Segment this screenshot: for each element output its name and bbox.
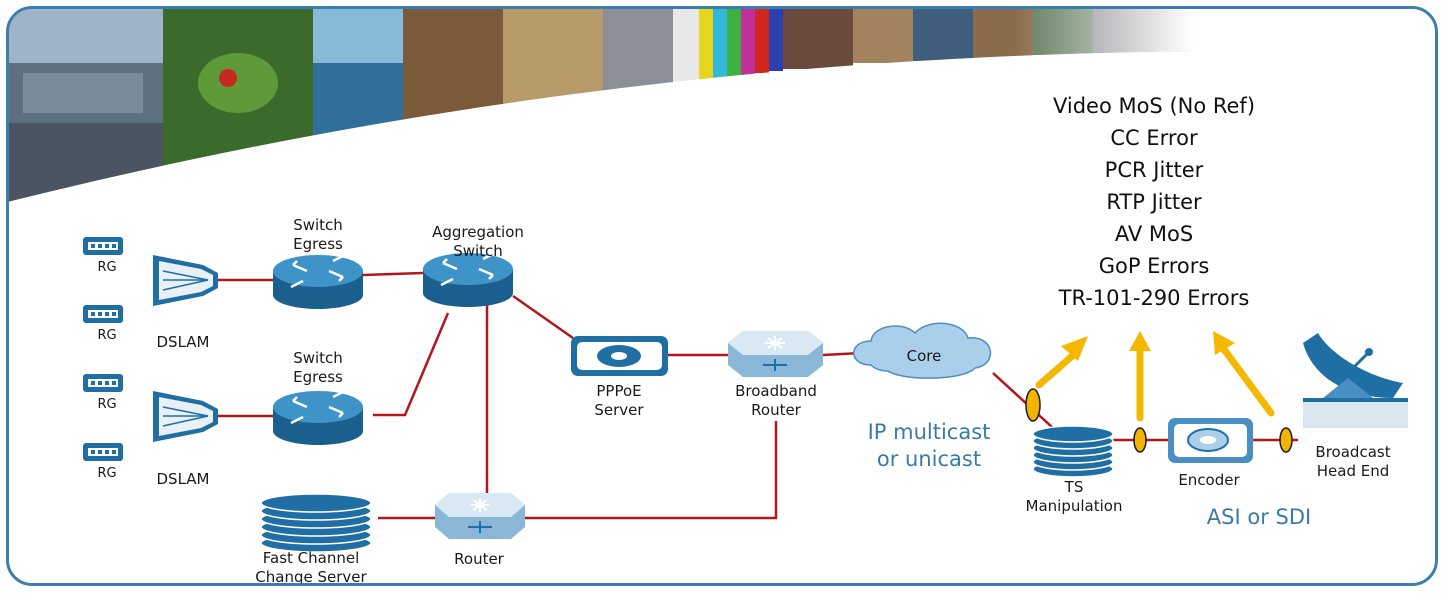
ts-manipulation-label: TS Manipulation: [1025, 478, 1123, 515]
satellite-dish-icon: [1303, 333, 1408, 428]
aggregation-switch-label: Aggregation Switch: [432, 223, 524, 260]
rg-label: RG: [97, 397, 117, 412]
metric-arrow: [1213, 331, 1275, 417]
rg-label: RG: [97, 466, 117, 481]
link-switch1-agg: [362, 271, 424, 277]
dslam-label: DSLAM: [156, 333, 210, 351]
encoder-icon: [1168, 418, 1253, 463]
pppoe-server-label: PPPoE Server: [594, 382, 644, 419]
switch-egress-label: Switch Egress: [293, 216, 343, 253]
metric-arrow: [1129, 331, 1151, 422]
residential-gateway-icon: [83, 443, 123, 461]
cloud-icon: [853, 322, 992, 379]
residential-gateway-icon: [83, 305, 123, 323]
residential-gateway-icon: [83, 237, 123, 255]
dslam-label: DSLAM: [156, 470, 210, 488]
probe-icon: [1025, 388, 1041, 422]
encoder-label: Encoder: [1178, 471, 1240, 489]
metric-arrow: [1035, 336, 1088, 389]
router-icon: [435, 493, 525, 539]
metric-item: PCR Jitter: [1104, 158, 1204, 182]
storage-stack-icon: [260, 493, 372, 553]
metric-item: Video MoS (No Ref): [1052, 94, 1256, 118]
link-core-ts: [992, 372, 1054, 429]
metric-item: RTP Jitter: [1106, 190, 1202, 214]
link-bbrouter-router: [523, 421, 778, 520]
metric-item: GoP Errors: [1098, 254, 1210, 278]
switch-icon: [273, 253, 363, 309]
ip-multicast-annotation: IP multicast or unicast: [867, 420, 991, 471]
server-icon: [571, 336, 668, 376]
core-label: Core: [906, 347, 942, 365]
router-icon: [728, 331, 823, 377]
dslam-icon: [153, 255, 218, 306]
asi-sdi-annotation: ASI or SDI: [1206, 505, 1312, 529]
residential-gateway-icon: [83, 374, 123, 392]
switch-icon: [273, 389, 363, 445]
broadcast-head-end-label: Broadcast Head End: [1315, 443, 1391, 480]
diagram-frame: RG RG RG RG DSLAM DSLAM Switch Egress Sw…: [6, 6, 1438, 586]
broadband-router-label: Broadband Router: [735, 382, 817, 419]
link-agg-pppoe: [512, 294, 574, 340]
probe-icon: [1133, 427, 1147, 453]
rg-label: RG: [97, 260, 117, 275]
rg-label: RG: [97, 328, 117, 343]
switch-icon: [423, 251, 513, 307]
link-switch2-agg: [373, 312, 450, 417]
metric-item: AV MoS: [1114, 222, 1194, 246]
metric-item: TR-101-290 Errors: [1058, 286, 1250, 310]
storage-stack-icon: [1032, 425, 1114, 478]
fast-channel-change-server-label: Fast Channel Change Server: [255, 549, 367, 586]
switch-egress-label: Switch Egress: [293, 349, 343, 386]
network-links: [83, 237, 1408, 553]
metric-item: CC Error: [1110, 126, 1198, 150]
probe-icon: [1279, 427, 1293, 453]
video-thumbnails-banner: [9, 9, 1193, 203]
router-label: Router: [454, 550, 504, 568]
dslam-icon: [153, 391, 218, 442]
